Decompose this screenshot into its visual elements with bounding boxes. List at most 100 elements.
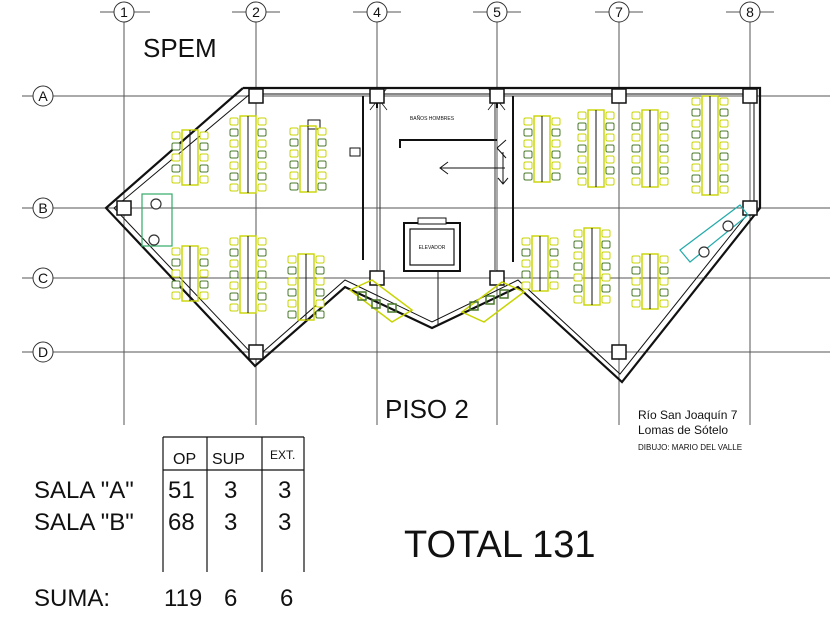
chair (601, 229, 611, 238)
chair (315, 310, 325, 319)
column-label: 1 (120, 4, 128, 20)
chair (229, 183, 239, 192)
chair (601, 273, 611, 282)
chair (691, 152, 701, 161)
chair (601, 284, 611, 293)
chair (171, 291, 181, 300)
chair (549, 259, 559, 268)
row-label: B (38, 200, 47, 216)
chair (577, 166, 587, 175)
drawn-by: DIBUJO: MARIO DEL VALLE (638, 443, 742, 452)
workstation-cluster (631, 253, 669, 310)
chair (287, 266, 297, 275)
supervisor-station-left (141, 193, 173, 247)
chair (577, 122, 587, 131)
chair (605, 111, 615, 120)
chair (229, 172, 239, 181)
chair (289, 127, 299, 136)
header-ext: EXT. (270, 448, 295, 462)
chair (289, 182, 299, 191)
chair (659, 133, 669, 142)
chair (691, 119, 701, 128)
chair (229, 270, 239, 279)
cell-op: 68 (168, 509, 195, 536)
chair (257, 183, 267, 192)
chair (691, 174, 701, 183)
sum-label: SUMA: (34, 585, 110, 612)
chair (577, 155, 587, 164)
chair (229, 117, 239, 126)
chair (317, 182, 327, 191)
total-label: TOTAL 131 (404, 524, 596, 566)
chair (229, 139, 239, 148)
column-label: 4 (373, 4, 381, 20)
chair (521, 237, 531, 246)
chair (691, 97, 701, 106)
chair (659, 277, 669, 286)
chair (521, 259, 531, 268)
chair (257, 161, 267, 170)
header-op: OP (173, 451, 196, 468)
chair (317, 138, 327, 147)
chair (523, 150, 533, 159)
row-markers: A B C D (22, 85, 62, 363)
chair (549, 248, 559, 257)
chair (631, 122, 641, 131)
chair (605, 177, 615, 186)
chair (257, 128, 267, 137)
column-label: 7 (615, 4, 623, 20)
chair (719, 152, 729, 161)
chair (549, 270, 559, 279)
chair (287, 277, 297, 286)
chair (601, 251, 611, 260)
chair (199, 280, 209, 289)
elevator: ELEVADOR (403, 217, 461, 272)
chair (229, 303, 239, 312)
chair (171, 247, 181, 256)
chair (257, 281, 267, 290)
chair (521, 281, 531, 290)
chair (229, 128, 239, 137)
core-walls (362, 87, 514, 326)
chair (573, 229, 583, 238)
chair (229, 150, 239, 159)
chair (523, 172, 533, 181)
chair (719, 108, 729, 117)
chair (257, 139, 267, 148)
chair (317, 171, 327, 180)
chair (631, 266, 641, 275)
sum-sup: 6 (224, 585, 237, 612)
wall-box (349, 147, 361, 157)
chair (317, 160, 327, 169)
cell-op: 51 (168, 477, 195, 504)
chair (605, 155, 615, 164)
chair (257, 259, 267, 268)
chair (199, 258, 209, 267)
chair (659, 166, 669, 175)
chair (523, 161, 533, 170)
chair (257, 150, 267, 159)
chair (257, 292, 267, 301)
chair (605, 122, 615, 131)
row-label-sala-a: SALA "A" (34, 477, 134, 504)
chair (631, 111, 641, 120)
chair (573, 262, 583, 271)
chair (171, 258, 181, 267)
chair (573, 295, 583, 304)
column-marker-8: 8 (726, 1, 774, 23)
chair (691, 163, 701, 172)
chair (317, 127, 327, 136)
chair (199, 269, 209, 278)
header-sup: SUP (212, 451, 245, 468)
structural-columns (116, 88, 758, 360)
workstation-cluster (287, 253, 325, 321)
chair (229, 292, 239, 301)
chair (691, 130, 701, 139)
chair (719, 174, 729, 183)
wall-box (307, 119, 321, 130)
chair (573, 240, 583, 249)
chair (719, 185, 729, 194)
chair (659, 155, 669, 164)
workstation-cluster (289, 125, 327, 193)
sum-op: 119 (164, 585, 202, 612)
